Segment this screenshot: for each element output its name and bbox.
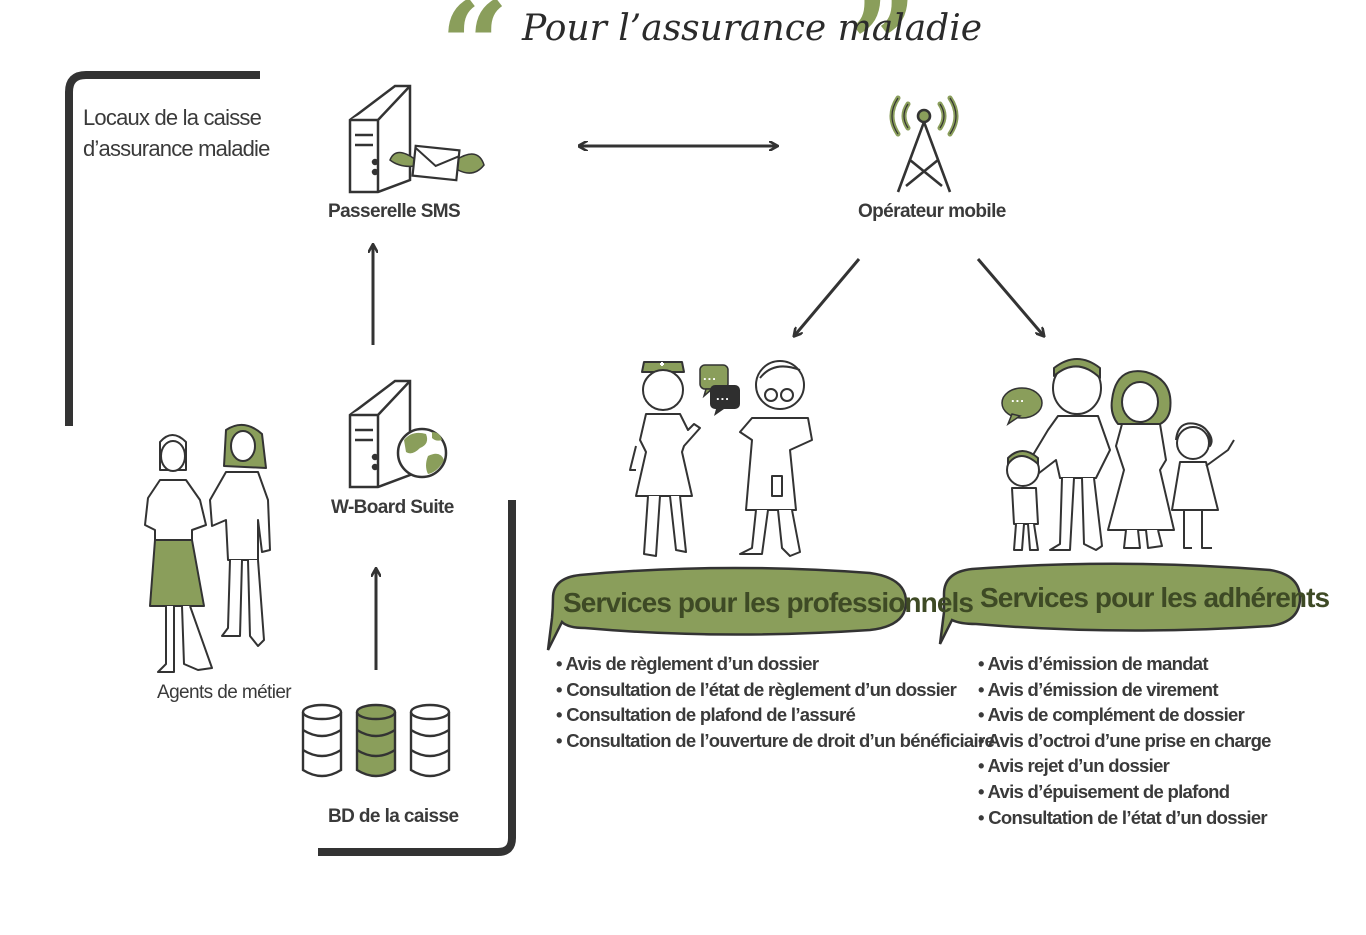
members-services-list: Avis d’émission de mandat Avis d’émissio… [978, 651, 1271, 830]
premises-label: Locaux de la caisse d’assurance maladie [83, 102, 270, 164]
arrow-operator-professionals [795, 259, 859, 335]
chat-dots-dark: ... [716, 388, 730, 403]
page-title: Pour l’assurance maladie [522, 8, 982, 49]
agents-label: Agents de métier [157, 682, 291, 704]
professionals-title: Services pour les professionnels [563, 587, 973, 619]
premises-boundary-bottom [318, 500, 512, 852]
list-item: Avis d’émission de virement [978, 677, 1271, 703]
globe-icon [398, 429, 446, 477]
list-item: Consultation de plafond de l’assuré [556, 702, 994, 728]
list-item: Avis rejet d’un dossier [978, 753, 1271, 779]
list-item: Consultation de l’ouverture de droit d’u… [556, 728, 994, 754]
database-icon [303, 705, 449, 776]
database-label: BD de la caisse [328, 806, 458, 828]
list-item: Consultation de l’état de règlement d’un… [556, 677, 994, 703]
members-title: Services pour les adhérents [980, 582, 1329, 614]
chat-dots-family: ... [1011, 390, 1025, 405]
arrow-operator-members [978, 259, 1043, 335]
sms-gateway-server-icon [350, 86, 410, 192]
members-illustration [1007, 359, 1234, 550]
sms-gateway-label: Passerelle SMS [328, 201, 460, 223]
mobile-operator-label: Opérateur mobile [858, 201, 1006, 223]
list-item: Avis d’épuisement de plafond [978, 779, 1271, 805]
premises-label-line2: d’assurance maladie [83, 133, 270, 164]
wboard-server-icon [350, 381, 410, 487]
premises-label-line1: Locaux de la caisse [83, 102, 270, 133]
chat-dots-green: ... [703, 368, 717, 383]
professionals-services-list: Avis de règlement d’un dossier Consultat… [556, 651, 994, 753]
list-item: Avis de complément de dossier [978, 702, 1271, 728]
list-item: Avis d’octroi d’une prise en charge [978, 728, 1271, 754]
wboard-label: W-Board Suite [331, 497, 454, 519]
list-item: Avis de règlement d’un dossier [556, 651, 994, 677]
list-item: Consultation de l’état d’un dossier [978, 805, 1271, 831]
open-quote-icon: “ [440, 0, 509, 106]
agents-illustration [145, 425, 270, 672]
list-item: Avis d’émission de mandat [978, 651, 1271, 677]
